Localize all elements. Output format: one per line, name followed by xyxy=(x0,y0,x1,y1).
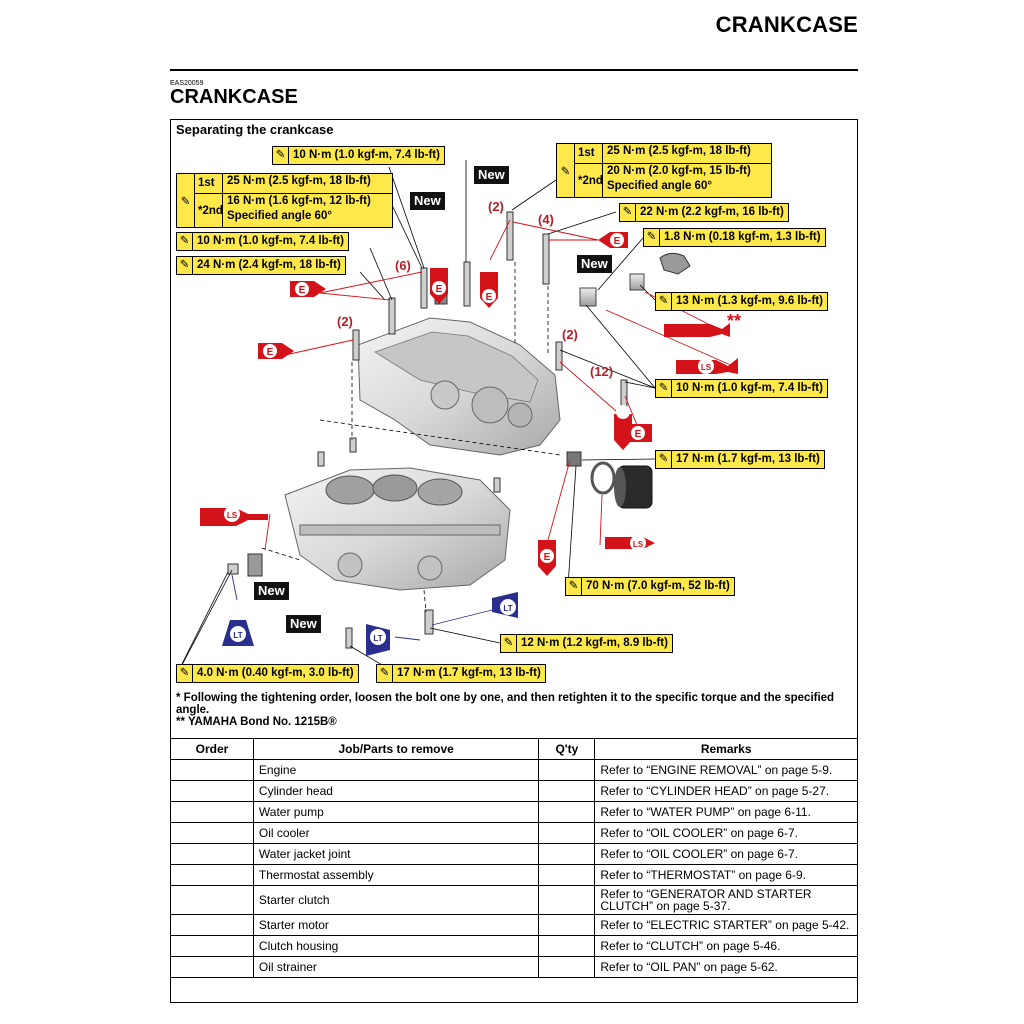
parts-table: Order Job/Parts to remove Q'ty Remarks E… xyxy=(170,738,858,978)
torque-label: ✎22 N·m (2.2 kgf-m, 16 lb-ft) xyxy=(619,203,789,222)
torque-label: ✎12 N·m (1.2 kgf-m, 8.9 lb-ft) xyxy=(500,634,673,653)
engine-oil-symbols: E E E E E E E xyxy=(258,232,652,576)
torque-label: ✎4.0 N·m (0.40 kgf-m, 3.0 lb-ft) xyxy=(176,664,359,683)
lower-crankcase xyxy=(284,467,511,591)
new-part-tag: New xyxy=(474,166,509,184)
torque-wrench-icon: ✎ xyxy=(656,380,672,397)
torque-wrench-icon: ✎ xyxy=(273,147,289,164)
torque-label: ✎17 N·m (1.7 kgf-m, 13 lb-ft) xyxy=(376,664,546,683)
svg-text:LS: LS xyxy=(227,511,238,520)
torque-wrench-icon: ✎ xyxy=(656,293,672,310)
note-bond: ** YAMAHA Bond No. 1215B® xyxy=(176,716,337,728)
locking-agent-symbols: LT LT LT xyxy=(222,592,518,656)
section-title: CRANKCASE xyxy=(170,86,298,108)
section-code: EAS20059 xyxy=(170,80,204,87)
svg-text:LS: LS xyxy=(633,540,644,549)
new-part-tag: New xyxy=(254,582,289,600)
svg-text:E: E xyxy=(486,292,493,303)
torque-label: ✎13 N·m (1.3 kgf-m, 9.6 lb-ft) xyxy=(655,292,828,311)
diagram-notes: * Following the tightening order, loosen… xyxy=(176,692,852,728)
grease-symbols: LS LS LS xyxy=(200,323,738,551)
leader-lines xyxy=(177,160,656,673)
torque-wrench-icon: ✎ xyxy=(557,144,575,197)
torque-label: ✎10 N·m (1.0 kgf-m, 7.4 lb-ft) xyxy=(655,379,828,398)
bond-marker: ** xyxy=(727,311,742,331)
quantity-marker: (2) xyxy=(488,199,504,214)
torque-label: ✎24 N·m (2.4 kgf-m, 18 lb-ft) xyxy=(176,256,346,275)
svg-text:LT: LT xyxy=(373,634,382,643)
new-part-tag: New xyxy=(577,255,612,273)
bolts xyxy=(227,211,628,649)
svg-text:E: E xyxy=(267,347,274,358)
new-part-tag: New xyxy=(410,192,445,210)
torque-label: ✎70 N·m (7.0 kgf-m, 52 lb-ft) xyxy=(565,577,735,596)
torque-wrench-icon: ✎ xyxy=(501,635,517,652)
col-remarks: Remarks xyxy=(594,738,858,760)
torque-wrench-icon: ✎ xyxy=(177,174,195,227)
svg-text:E: E xyxy=(436,284,443,295)
diagram-title: Separating the crankcase xyxy=(176,122,334,137)
torque-label: ✎17 N·m (1.7 kgf-m, 13 lb-ft) xyxy=(655,450,825,469)
quantity-marker: (4) xyxy=(538,212,554,227)
running-title: CRANKCASE xyxy=(715,12,858,37)
note-tightening-order: * Following the tightening order, loosen… xyxy=(176,692,835,716)
torque-wrench-icon: ✎ xyxy=(656,451,672,468)
torque-wrench-icon: ✎ xyxy=(177,233,193,250)
torque-label: ✎10 N·m (1.0 kgf-m, 7.4 lb-ft) xyxy=(176,232,349,251)
svg-text:LS: LS xyxy=(701,363,712,372)
torque-wrench-icon: ✎ xyxy=(620,204,636,221)
torque-label: ✎1.8 N·m (0.18 kgf-m, 1.3 lb-ft) xyxy=(643,228,826,247)
svg-text:E: E xyxy=(299,285,306,296)
torque-wrench-icon: ✎ xyxy=(644,229,660,246)
diagram-frame xyxy=(170,119,858,1003)
quantity-marker: (2) xyxy=(562,327,578,342)
torque-wrench-icon: ✎ xyxy=(177,665,193,682)
new-part-tag: New xyxy=(286,615,321,633)
torque-wrench-icon: ✎ xyxy=(377,665,393,682)
locking-agent-lines xyxy=(231,574,493,641)
torque-wrench-icon: ✎ xyxy=(566,578,582,595)
col-part: Job/Parts to remove xyxy=(252,738,540,760)
svg-text:LT: LT xyxy=(233,631,242,640)
oil-filter xyxy=(566,451,653,509)
quantity-marker: (12) xyxy=(590,364,614,379)
header-rule xyxy=(170,69,858,71)
torque-label: ✎10 N·m (1.0 kgf-m, 7.4 lb-ft) xyxy=(272,146,445,165)
quantity-marker: (6) xyxy=(395,258,411,273)
svg-text:LT: LT xyxy=(503,604,512,613)
col-qty: Q'ty xyxy=(538,738,596,760)
svg-text:E: E xyxy=(614,236,621,247)
upper-crankcase xyxy=(357,252,691,456)
svg-text:E: E xyxy=(544,552,551,563)
engine-oil-lines xyxy=(264,219,736,551)
torque-wrench-icon: ✎ xyxy=(177,257,193,274)
quantity-marker: (2) xyxy=(337,314,353,329)
table-header-row: Order Job/Parts to remove Q'ty Remarks xyxy=(170,738,858,760)
col-order: Order xyxy=(170,738,254,760)
svg-text:E: E xyxy=(635,429,642,440)
